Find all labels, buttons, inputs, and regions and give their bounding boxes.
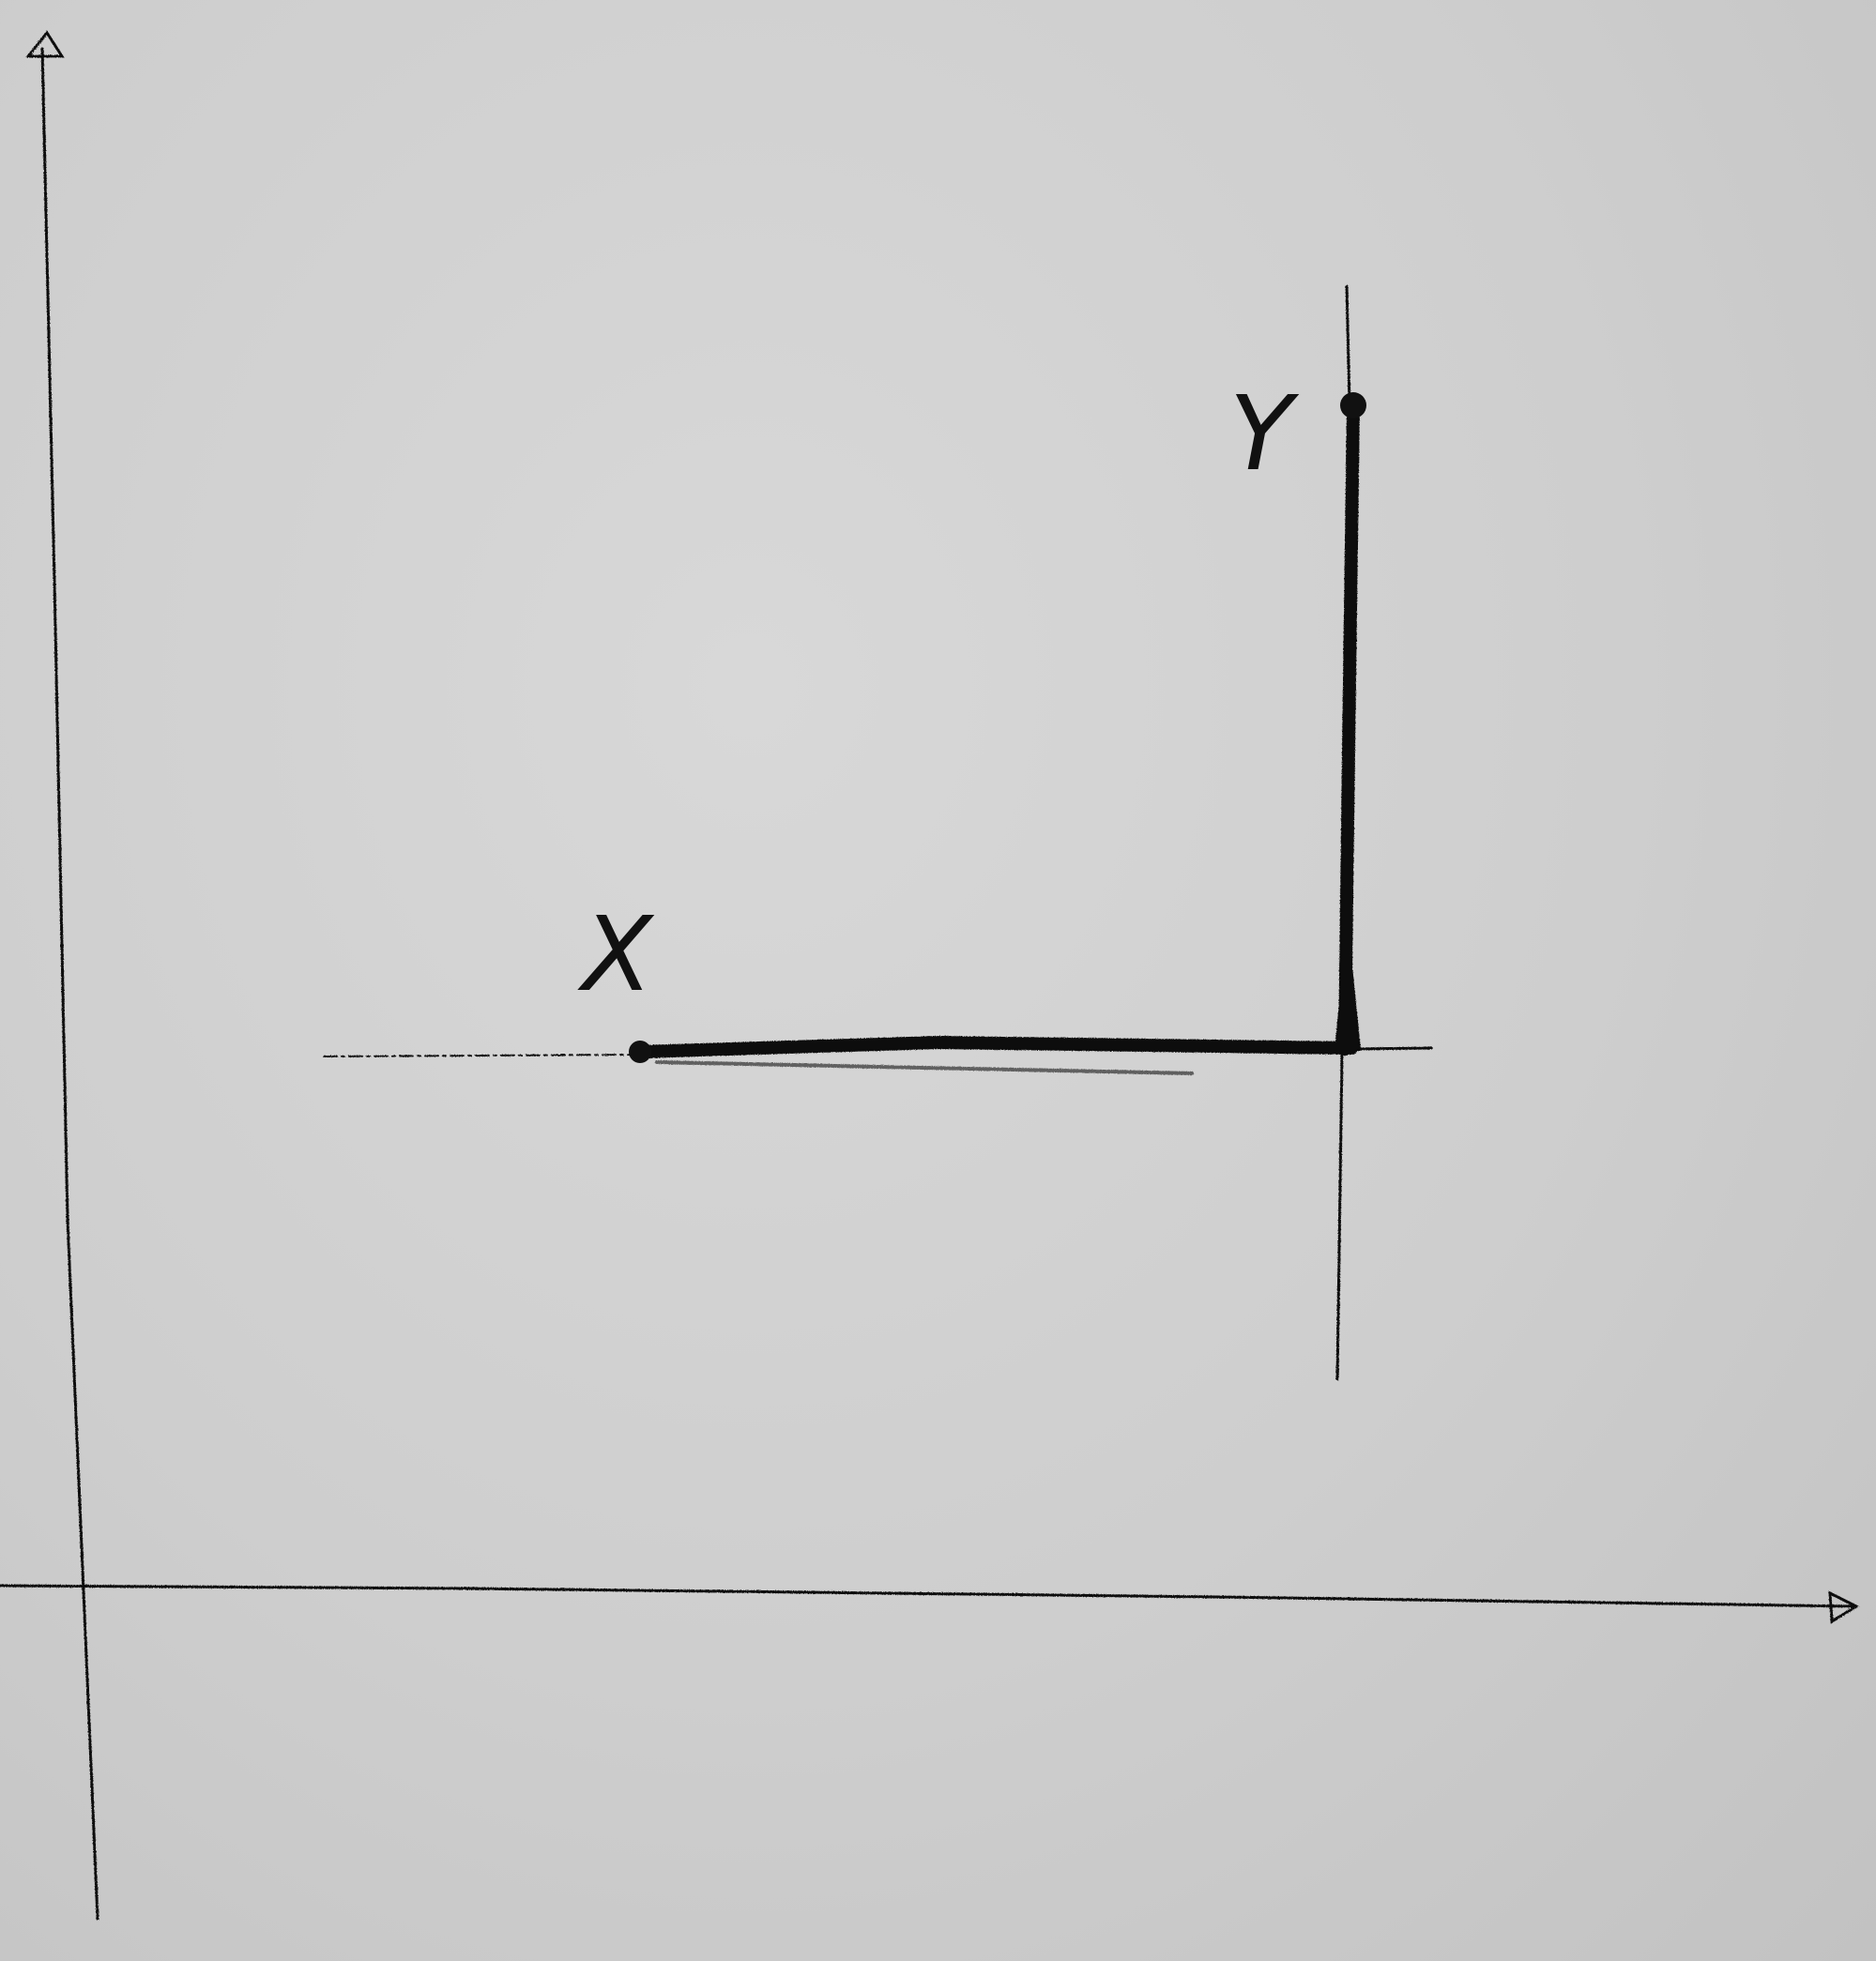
vertical-axis-line — [40, 47, 99, 1921]
y-label: Y — [1229, 373, 1300, 494]
guide-horizontal-line — [323, 1054, 639, 1057]
x-segment-shadow — [655, 1060, 1194, 1075]
horizontal-axis-line — [0, 1584, 1855, 1608]
guide-vertical-line — [1345, 284, 1351, 405]
x-endpoint-dot — [629, 1041, 651, 1063]
x-segment — [633, 1035, 1358, 1058]
y-segment-base-fill — [1334, 937, 1362, 1051]
guide-horizontal-line-tail — [1350, 1046, 1433, 1051]
vertical-axis-arrowhead — [24, 30, 65, 58]
y-endpoint-dot — [1340, 392, 1366, 418]
x-label: X — [577, 894, 655, 1014]
guide-vertical-line-tail — [1335, 1054, 1344, 1381]
horizontal-axis-arrowhead — [1828, 1590, 1860, 1624]
